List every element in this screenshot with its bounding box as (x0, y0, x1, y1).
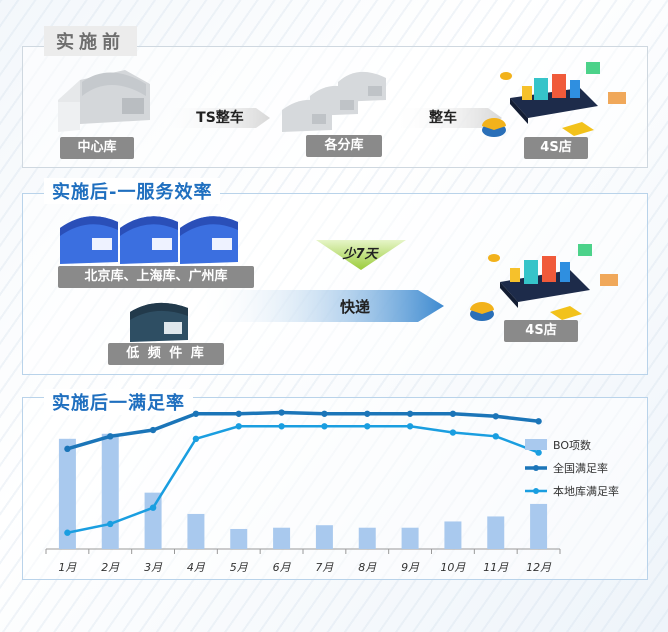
line-series-2 (67, 425, 540, 534)
bar-bo-8 (358, 527, 376, 549)
low-frequency-warehouse-icon (130, 302, 188, 342)
point-series-2-5 (235, 423, 242, 430)
dealer-icon (482, 62, 626, 137)
bar-bo-6 (273, 527, 291, 549)
point-series-2-12 (535, 449, 542, 456)
regional-warehouse-label: 北京库、上海库、广州库 (58, 266, 254, 288)
point-series-2-11 (492, 433, 499, 440)
x-tick-label: 4月 (187, 561, 206, 574)
dealer-label-after: 4S店 (504, 320, 578, 342)
central-warehouse-label: 中心库 (60, 137, 134, 159)
bar-bo-12 (530, 503, 548, 549)
point-series-2-6 (278, 423, 285, 430)
point-series-2-7 (321, 423, 328, 430)
before-title: 实施前 (44, 26, 137, 56)
point-series-2-3 (149, 504, 157, 511)
point-series-1-5 (235, 410, 242, 417)
regional-warehouses-icon (60, 216, 238, 264)
x-tick-label: 10月 (440, 561, 466, 574)
express-arrow (196, 290, 444, 322)
x-tick-label: 9月 (401, 561, 420, 574)
bar-bo-7 (315, 525, 333, 549)
point-series-2-9 (406, 423, 414, 430)
branch-warehouse-label: 各分库 (306, 135, 382, 157)
x-tick-label: 1月 (58, 561, 77, 574)
legend-swatch-bar (525, 439, 547, 450)
line-series-1 (66, 410, 539, 451)
x-tick-label: 8月 (358, 561, 377, 574)
x-tick-label: 11月 (483, 561, 509, 574)
ts-arrow-label: TS整车 (196, 110, 244, 126)
vehicle-arrow (392, 108, 502, 128)
point-series-1-1 (64, 445, 71, 453)
legend-label-bar: BO项数 (553, 439, 591, 452)
point-series-1-11 (492, 413, 499, 420)
vehicle-arrow-label: 整车 (429, 110, 457, 126)
x-tick-label: 7月 (315, 561, 334, 574)
point-series-2-4 (192, 435, 200, 443)
bar-bo-9 (401, 527, 419, 549)
point-series-1-7 (321, 410, 328, 417)
point-series-1-10 (449, 410, 457, 417)
point-series-1-6 (278, 409, 285, 416)
point-series-1-8 (364, 410, 371, 417)
central-warehouse-icon (58, 70, 150, 132)
dealer-icon-after (470, 244, 618, 321)
bar-bo-5 (230, 528, 248, 549)
bar-bo-2 (101, 433, 119, 549)
low-frequency-warehouse-label: 低 频 件 库 (108, 343, 224, 365)
ts-arrow (160, 108, 270, 128)
point-series-1-2 (107, 433, 114, 440)
fill-rate-title: 实施后一满足率 (44, 389, 193, 415)
bar-bo-1 (58, 438, 76, 549)
x-tick-label: 12月 (526, 561, 552, 574)
bar-bo-10 (444, 521, 462, 549)
bar-bo-11 (487, 516, 505, 549)
point-series-2-1 (64, 529, 71, 536)
saving-arrow (316, 240, 406, 270)
bar-bo-4 (187, 513, 205, 549)
point-series-1-3 (149, 426, 157, 434)
express-arrow-label: 快递 (339, 298, 370, 316)
service-efficiency-title: 实施后-一服务效率 (44, 178, 221, 204)
point-series-2-8 (364, 423, 371, 430)
branch-warehouses-icon (282, 71, 386, 132)
point-series-2-2 (107, 520, 114, 528)
x-tick-label: 6月 (273, 561, 292, 574)
point-series-1-9 (406, 410, 414, 417)
point-series-2-10 (449, 429, 457, 436)
legend-label-line-1: 全国满足率 (553, 461, 608, 475)
x-tick-label: 2月 (101, 561, 120, 574)
x-tick-label: 3月 (144, 561, 163, 574)
point-series-1-12 (535, 418, 542, 425)
saving-arrow-label: 少7天 (342, 247, 378, 262)
legend-marker-1 (533, 465, 539, 471)
point-series-1-4 (192, 410, 200, 417)
bar-bo-3 (144, 492, 162, 549)
legend-marker-2 (533, 488, 539, 494)
legend-label-line-2: 本地库满足率 (553, 484, 619, 498)
dealer-label-before: 4S店 (524, 137, 588, 159)
x-tick-label: 5月 (230, 561, 249, 574)
